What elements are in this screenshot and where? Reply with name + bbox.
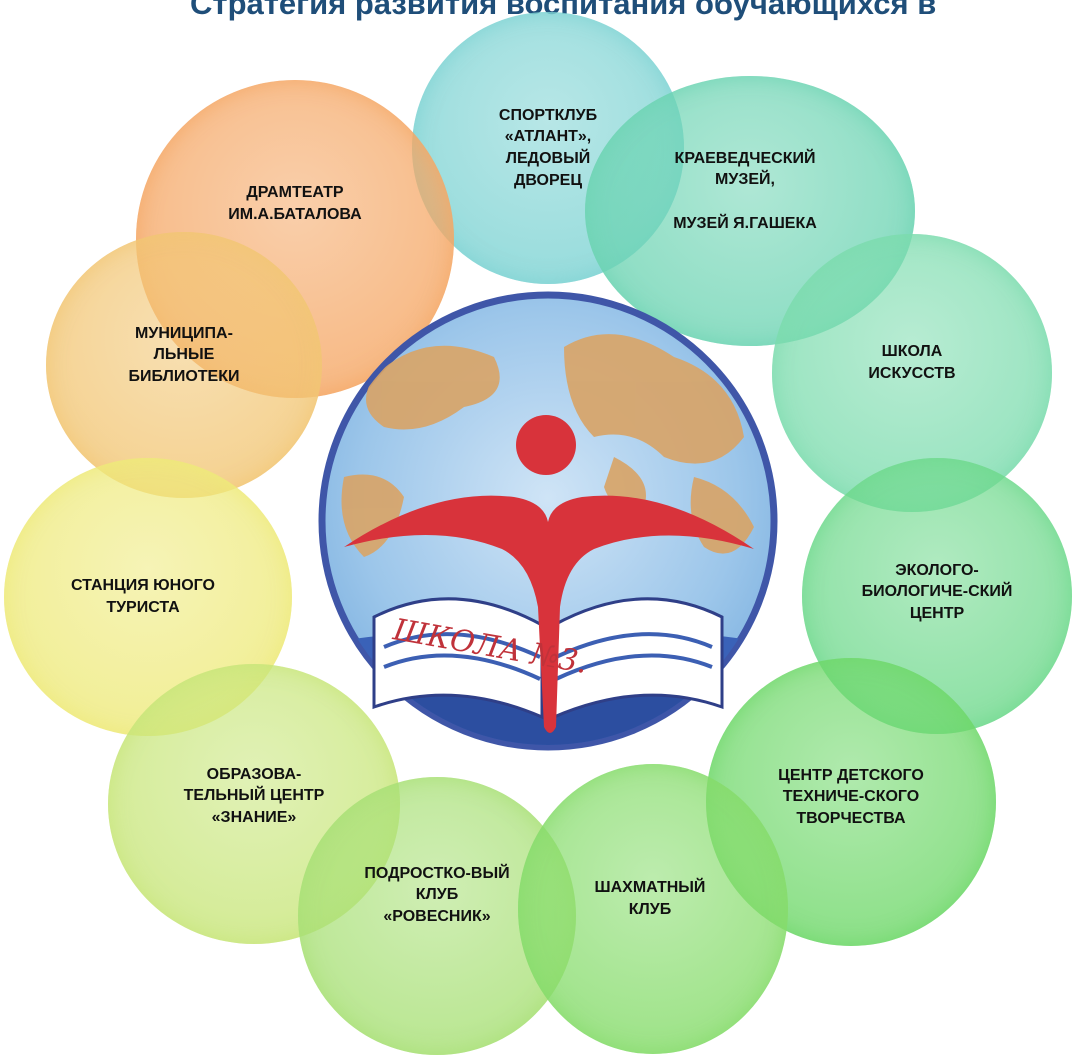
partner-circle-library: МУНИЦИПА- ЛЬНЫЕ БИБЛИОТЕКИ (46, 232, 322, 498)
partner-label-chess: ШАХМАТНЫЙ КЛУБ (594, 879, 706, 918)
partner-label-tourist: СТАНЦИЯ ЮНОГО ТУРИСТА (71, 577, 215, 616)
partner-label-teen: ПОДРОСТКО-ВЫЙ КЛУБ «РОВЕСНИК» (364, 864, 510, 925)
partner-label-eco: ЭКОЛОГО- БИОЛОГИЧЕ-СКИЙ ЦЕНТР (861, 561, 1013, 622)
red-ball-icon (516, 415, 576, 475)
partner-label-sport: СПОРТКЛУБ «АТЛАНТ», ЛЕДОВЫЙ ДВОРЕЦ (498, 106, 598, 189)
partner-label-tech: ЦЕНТР ДЕТСКОГО ТЕХНИЧЕ-СКОГО ТВОРЧЕСТВА (778, 766, 924, 827)
page-title: Стратегия развития воспитания обучающихс… (190, 0, 937, 21)
school-emblem: ШКОЛА №3. (318, 291, 778, 751)
partner-circle-chess: ШАХМАТНЫЙ КЛУБ (518, 764, 788, 1054)
partner-label-theatre: ДРАМТЕАТР ИМ.А.БАТАЛОВА (228, 184, 362, 223)
partner-label-library: МУНИЦИПА- ЛЬНЫЕ БИБЛИОТЕКИ (128, 324, 240, 385)
partner-label-arts: ШКОЛА ИСКУССТВ (868, 343, 956, 382)
partner-label-edu: ОБРАЗОВА- ТЕЛЬНЫЙ ЦЕНТР «ЗНАНИЕ» (183, 765, 325, 826)
partner-label-museum: КРАЕВЕДЧЕСКИЙ МУЗЕЙ, МУЗЕЙ Я.ГАШЕКА (673, 149, 817, 232)
figure-icon (344, 495, 754, 733)
